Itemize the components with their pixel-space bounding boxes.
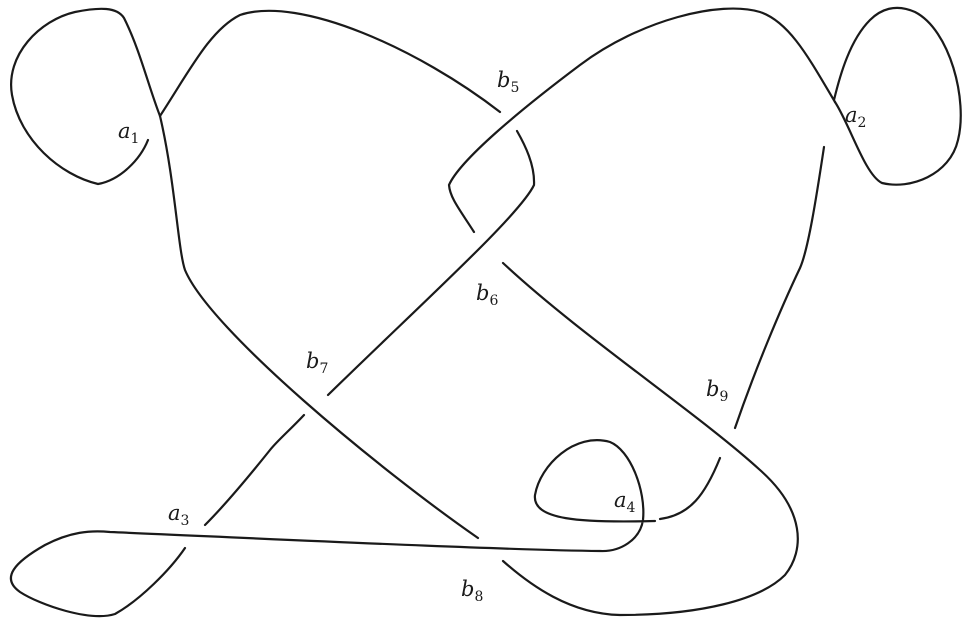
label-b6: b6 (476, 281, 498, 309)
label-a2: a2 (845, 103, 866, 131)
strand-b7-to-a3 (203, 413, 306, 527)
label-b7: b7 (306, 349, 328, 377)
strand-b6-to-bottom-right (501, 261, 799, 617)
strand-b5-inner (326, 129, 536, 397)
label-b5: b5 (497, 68, 519, 96)
strand-a2-to-b9 (733, 145, 826, 430)
label-a1: a1 (118, 119, 139, 147)
strand-b5-to-a2 (447, 7, 837, 234)
strand-top-left-loop (10, 7, 480, 540)
strand-a4-to-b9 (658, 456, 722, 521)
strand-top-arc (158, 9, 502, 118)
strand-bottom-left-loop (9, 439, 657, 618)
strand-top-right-loop (832, 6, 962, 186)
label-a4: a4 (614, 488, 636, 516)
label-a3: a3 (168, 501, 189, 529)
label-b8: b8 (461, 577, 483, 605)
label-b9: b9 (706, 377, 728, 405)
